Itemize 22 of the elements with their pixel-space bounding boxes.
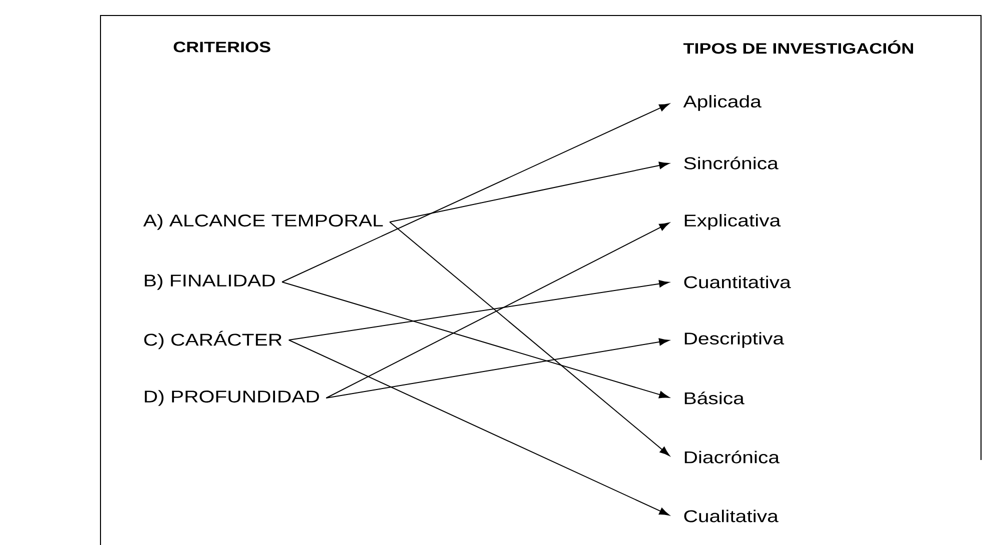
research-type-label: Descriptiva [684,332,784,348]
research-type-label: Cualitativa [684,510,778,522]
criterion-label: C) CARÁCTER [144,330,282,350]
research-type-label: Básica [684,392,744,404]
research-type-label: Explicativa [684,214,781,230]
arrow [282,103,670,282]
research-type-label: Diacrónica [684,450,780,464]
research-type-label: Cuantitativa [684,276,791,288]
criterion-label: A) ALCANCE TEMPORAL [143,214,383,230]
research-type-label: Sincrónica [684,156,778,170]
research-type-label: Aplicada [683,95,762,111]
arrow [288,340,670,516]
arrow [288,280,670,340]
column-heading: CRITERIOS [174,42,270,52]
criterion-label: B) FINALIDAD [144,274,275,290]
column-heading: TIPOS DE INVESTIGACIÓN [683,40,914,54]
arrow [282,282,670,398]
arrow [326,338,670,398]
criterion-label: D) PROFUNDIDAD [144,390,319,406]
arrow [326,222,670,398]
arrow [389,222,670,456]
arrow [389,162,670,222]
